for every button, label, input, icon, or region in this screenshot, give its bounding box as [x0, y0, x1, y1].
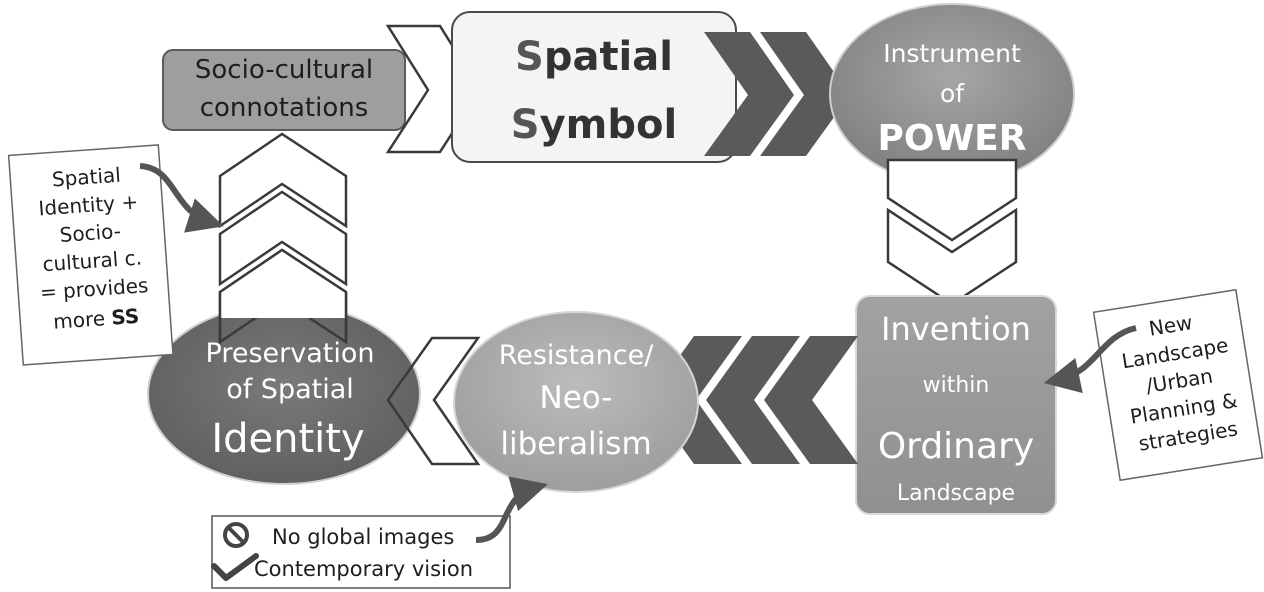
chevron-dark-right-2: [760, 32, 850, 156]
invention-label-1: Invention: [881, 310, 1031, 348]
right-note-box: [1092, 288, 1264, 482]
socio-cultural-box: [162, 49, 406, 131]
bottom-note-item-2: Contemporary vision: [254, 557, 473, 581]
left-note-line-6: more SS: [52, 304, 140, 334]
socio-cultural-label-2: connotations: [200, 93, 369, 123]
chevron-outline-up-3-fill: [220, 250, 346, 318]
chevron-dark-right-1: [704, 32, 794, 156]
spatial-symbol-line-2: Symbol: [511, 102, 677, 148]
preservation-label-3: Identity: [211, 416, 364, 462]
resistance-label-2: Neo-: [540, 380, 613, 416]
invention-label-3: Ordinary: [878, 426, 1034, 467]
bottom-note-item-1: No global images: [272, 525, 454, 549]
left-note-box: [7, 144, 174, 366]
chevron-outline-down-2: [886, 207, 1018, 306]
chevron-outline-left-bottom: [386, 336, 481, 466]
spatial-symbol-box: [451, 11, 737, 163]
chevron-dark-left-2: [706, 336, 800, 464]
socio-cultural-label-1: Socio-cultural: [195, 55, 373, 85]
invention-label-4: Landscape: [897, 481, 1015, 506]
bottom-note-box: [211, 515, 511, 589]
curved-arrow-icon: [475, 476, 548, 543]
curved-arrow-icon: [1043, 325, 1137, 394]
chevron-dark-left-1: [764, 336, 858, 464]
curved-arrow-icon: [139, 163, 224, 233]
left-note: Spatial Identity + Socio- cultural c. = …: [7, 144, 174, 366]
resistance-label-3: liberalism: [500, 426, 651, 462]
chevron-outline-up-3-sides: [218, 292, 348, 342]
left-note-line-3: Socio-: [59, 219, 122, 247]
instrument-label-3: POWER: [877, 118, 1026, 159]
instrument-label-2: of: [940, 79, 965, 108]
invention-label-2: within: [923, 373, 990, 398]
preservation-label-2: of Spatial: [226, 374, 354, 405]
checkmark-icon: [211, 553, 259, 581]
invention-box: [855, 295, 1057, 515]
resistance-oval: [453, 311, 699, 493]
instrument-label-1: Instrument: [883, 39, 1021, 68]
right-note: New Landscape /Urban Planning & strategi…: [1092, 288, 1264, 482]
spatial-symbol-line-1: Spatial: [515, 34, 673, 80]
resistance-label-1: Resistance/: [499, 340, 654, 371]
chevron-outline-up-2: [218, 190, 348, 287]
left-note-line-1: Spatial: [51, 163, 121, 192]
preservation-label-1: Preservation: [206, 338, 375, 369]
chevron-outline-down-1: [886, 158, 1018, 242]
chevron-outline-up-3-edge: [219, 248, 347, 294]
no-sign-icon: [223, 522, 249, 548]
